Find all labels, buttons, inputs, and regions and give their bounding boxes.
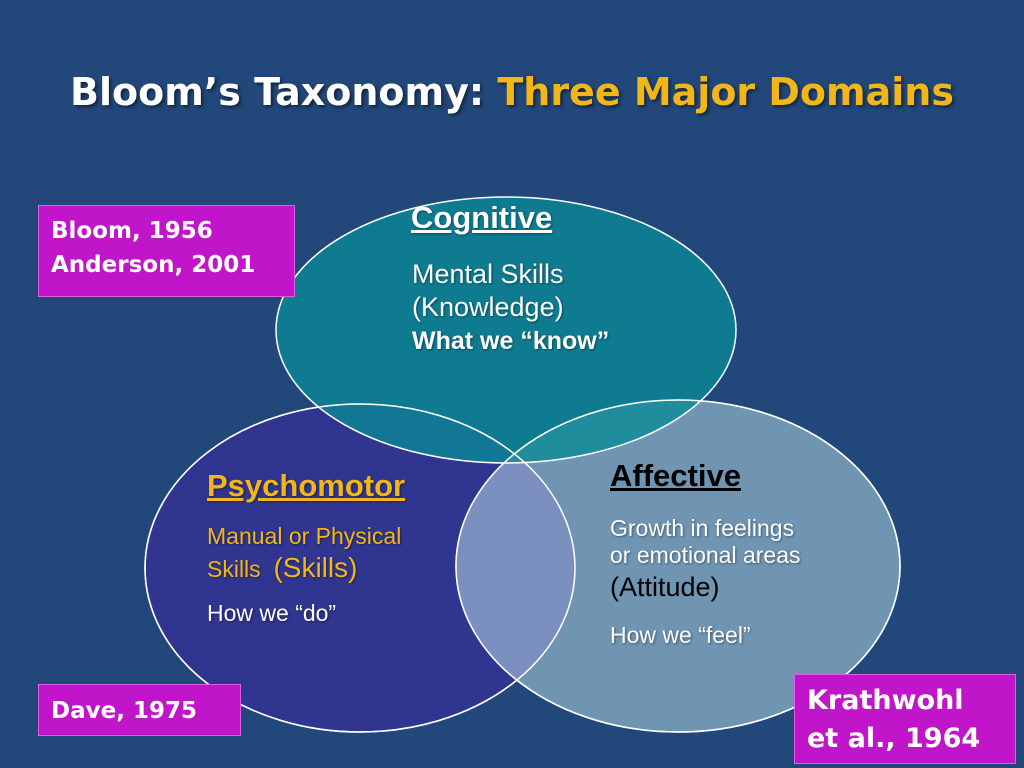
affective-outline — [455, 399, 901, 733]
cognitive-line2: (Knowledge) — [412, 292, 564, 322]
cognitive-line1: Mental Skills — [412, 259, 564, 289]
psychomotor-line2a: Skills — [207, 556, 261, 582]
psychomotor-line3: How we “do” — [207, 600, 337, 626]
affective-line3: (Attitude) — [610, 572, 720, 602]
affective-line2: or emotional areas — [610, 542, 801, 568]
psychomotor-reference-box: Dave, 1975 — [38, 684, 241, 736]
cognitive-reference-box: Bloom, 1956 Anderson, 2001 — [38, 205, 295, 297]
affective-reference-box: Krathwohl et al., 1964 — [794, 674, 1016, 764]
affective-line4: How we “feel” — [610, 622, 751, 648]
cognitive-ellipse — [275, 196, 737, 464]
psychomotor-line1: Manual or Physical — [207, 523, 402, 549]
psychomotor-outline — [144, 403, 576, 733]
psychomotor-heading: Psychomotor — [207, 468, 406, 503]
reference-bloom: Bloom, 1956 — [51, 218, 213, 244]
psychomotor-line2: Skills (Skills) — [207, 552, 357, 584]
affective-line1: Growth in feelings — [610, 515, 795, 541]
reference-et-al: et al., 1964 — [807, 723, 981, 754]
reference-krathwohl: Krathwohl — [807, 685, 964, 716]
title-accent: Three Major Domains — [497, 70, 954, 114]
slide-title: Bloom’s Taxonomy: Three Major Domains — [0, 70, 1024, 114]
affective-heading: Affective — [610, 458, 741, 493]
reference-dave: Dave, 1975 — [51, 698, 197, 724]
psychomotor-line2b: (Skills) — [273, 552, 358, 583]
cognitive-heading: Cognitive — [411, 200, 553, 235]
cognitive-line3: What we “know” — [412, 327, 610, 355]
title-main: Bloom’s Taxonomy: — [70, 70, 498, 114]
reference-anderson: Anderson, 2001 — [51, 252, 256, 278]
